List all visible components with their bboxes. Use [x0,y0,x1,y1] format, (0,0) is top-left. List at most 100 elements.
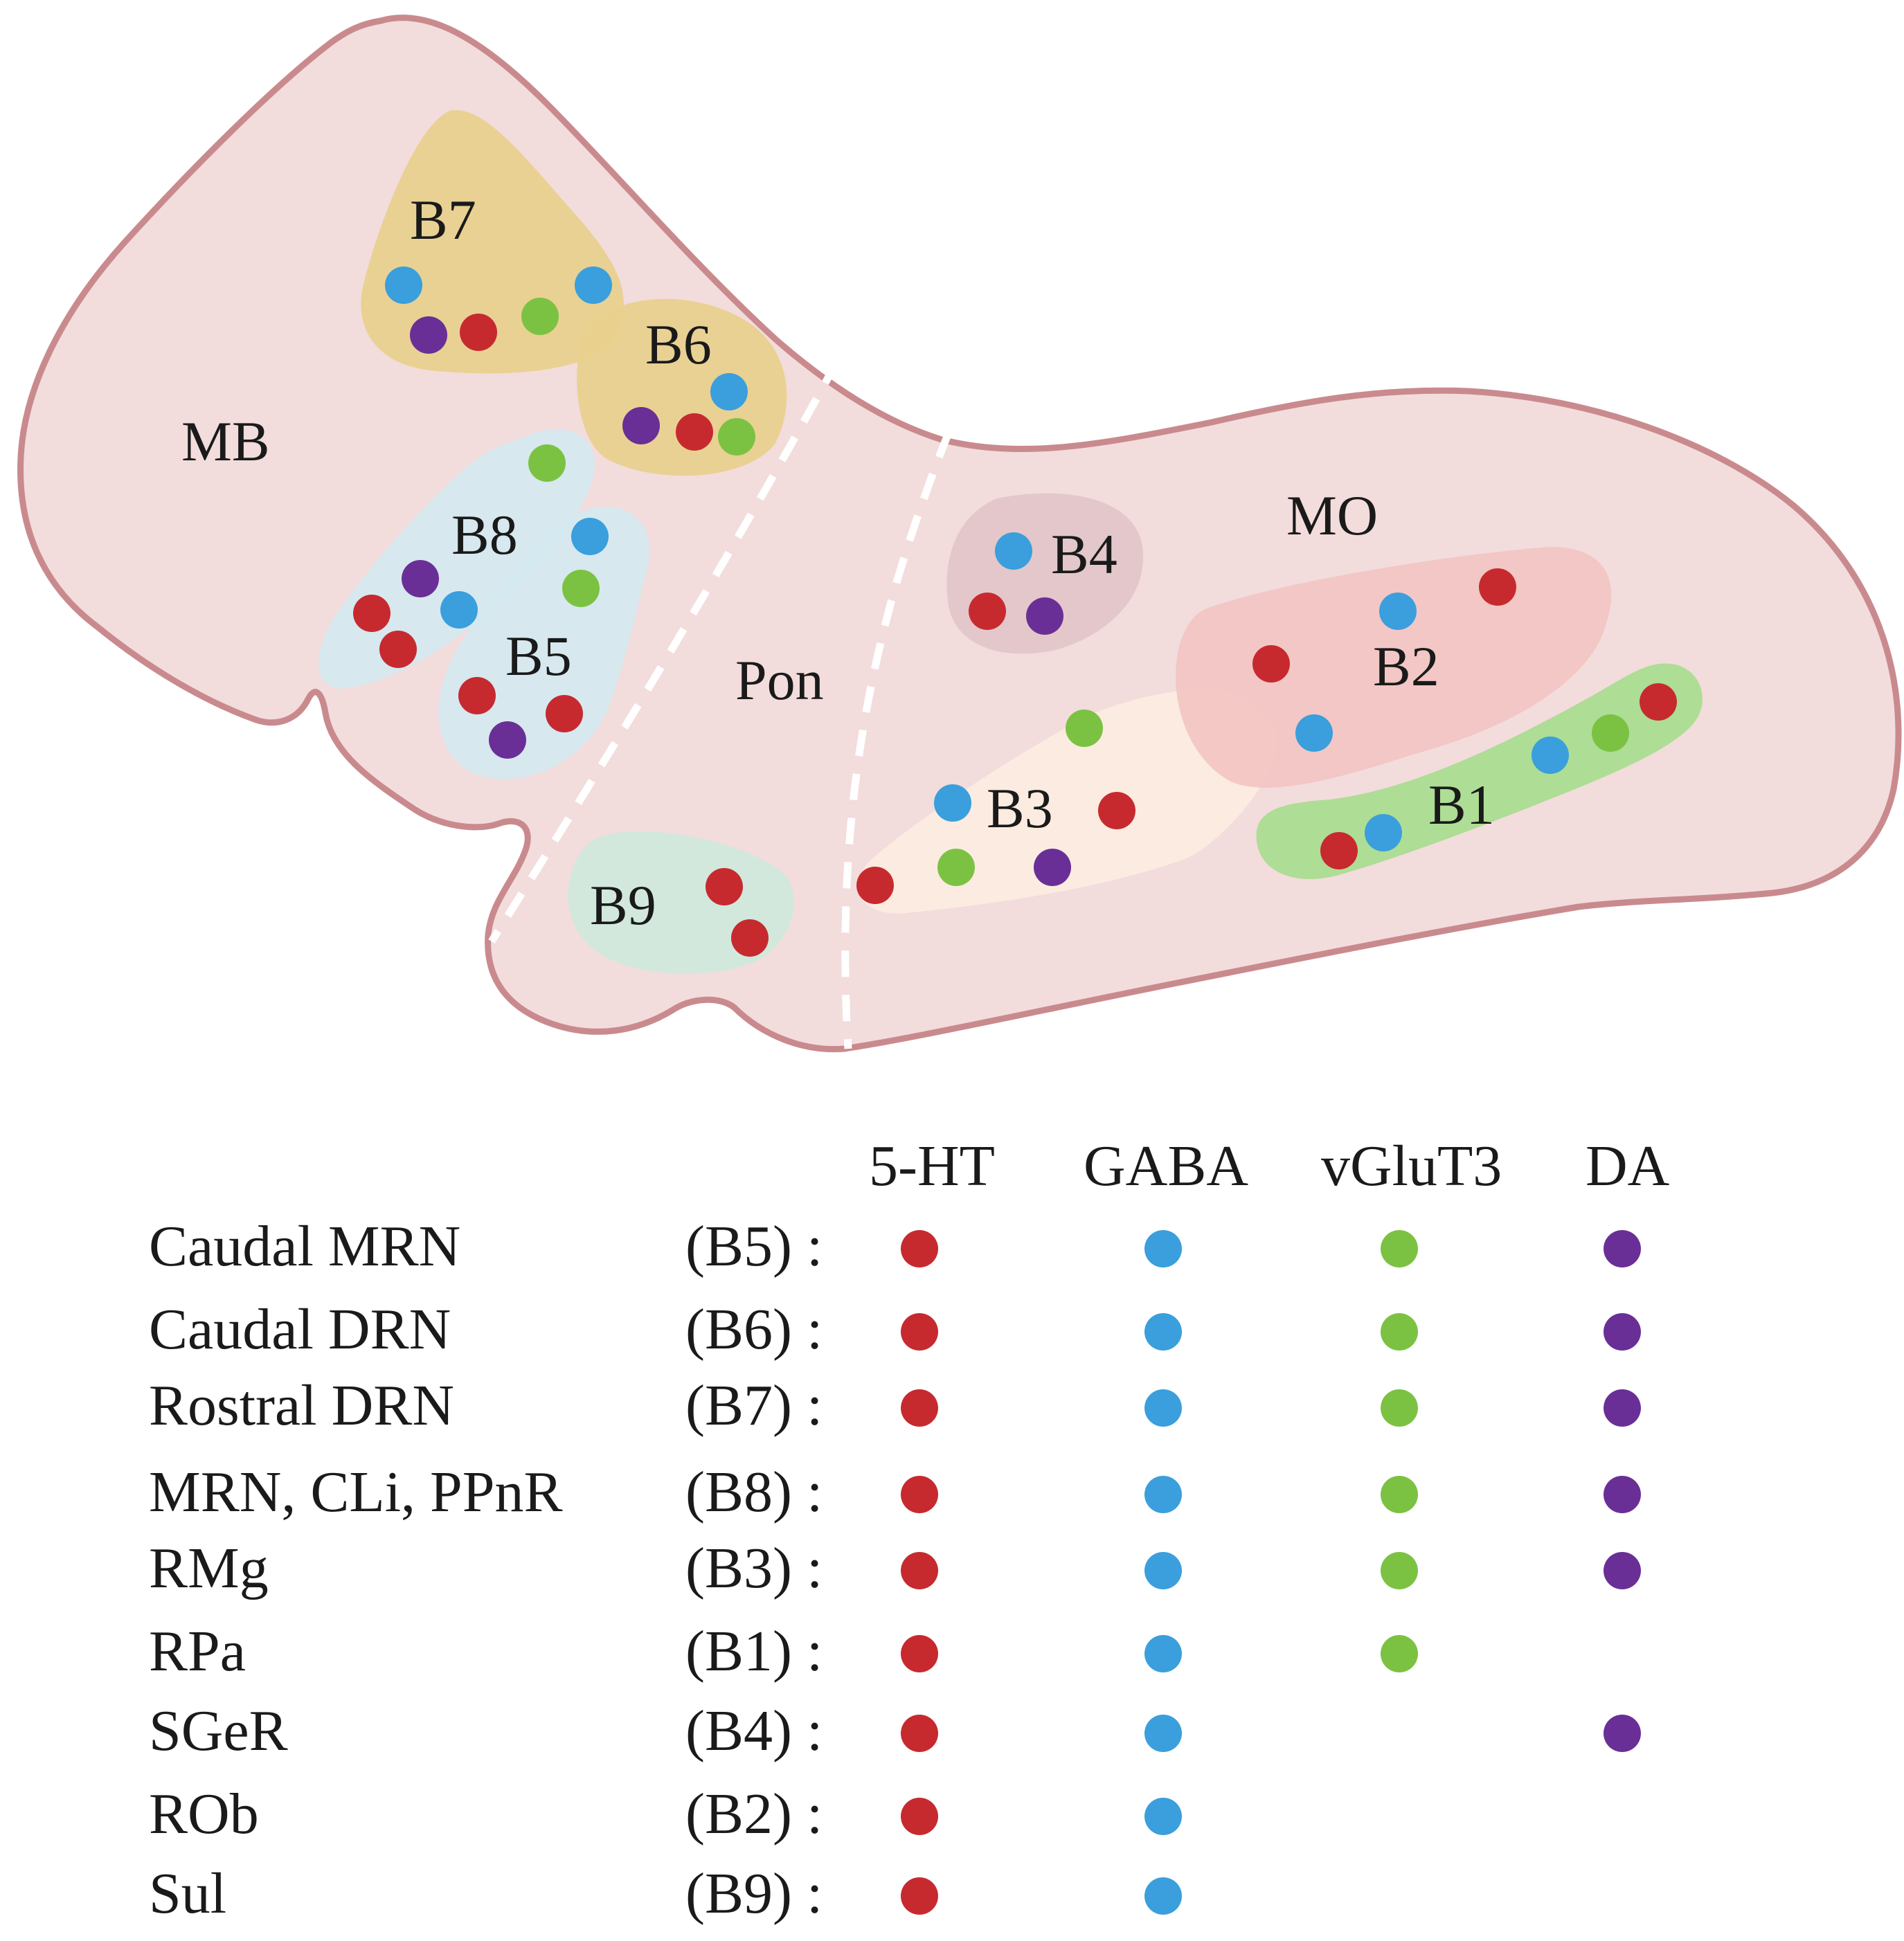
marker-da-b6 [622,407,660,444]
marker-gaba-b4 [995,532,1032,570]
nucleus-b5-area [438,506,650,779]
marker-da-b4 [1026,597,1063,635]
marker-da-b8 [402,560,439,597]
legend-header-5ht: 5-HT [869,1134,995,1198]
mb-pons-boundary [488,358,841,944]
legend-marker-gaba [1144,1877,1182,1915]
legend-marker-5ht [901,1230,938,1267]
marker-da-b3 [1034,849,1071,886]
marker-5ht-b5 [458,677,496,714]
legend-marker-da [1604,1313,1641,1351]
legend-marker-gaba [1144,1635,1182,1672]
legend-row-code: (B2) : [685,1782,823,1846]
marker-gaba-b1 [1365,814,1402,851]
legend-row-name: Caudal DRN [149,1297,451,1362]
marker-gaba-b2 [1295,714,1333,752]
region-label-pon: Pon [735,649,824,712]
marker-5ht-b5 [546,695,583,732]
nucleus-b7-area [361,110,624,374]
marker-da-b7 [410,316,447,354]
legend-row-code: (B8) : [685,1460,823,1524]
legend-header-da: DA [1586,1134,1670,1198]
nucleus-label-b1: B1 [1428,773,1495,836]
legend-row-code: (B3) : [685,1536,823,1600]
legend-marker-5ht [901,1313,938,1351]
nucleus-label-b8: B8 [451,503,518,566]
legend-marker-gaba [1144,1552,1182,1589]
diagram-markers [353,267,1677,957]
marker-vglut3-b3 [1066,710,1103,747]
marker-vglut3-b7 [521,298,559,335]
legend-marker-5ht [901,1389,938,1427]
legend-marker-vglut3 [1381,1313,1418,1351]
nucleus-label-b9: B9 [590,874,656,937]
marker-gaba-b3 [934,784,971,822]
legend-header-gaba: GABA [1084,1134,1248,1198]
marker-gaba-b5 [571,518,609,555]
nucleus-label-b7: B7 [410,188,476,251]
marker-gaba-b6 [710,373,748,410]
legend-marker-5ht [901,1877,938,1915]
legend-marker-5ht [901,1798,938,1835]
legend-marker-5ht [901,1552,938,1589]
marker-5ht-b1 [1320,832,1358,869]
marker-5ht-b2 [1252,645,1290,683]
marker-vglut3-b3 [937,849,975,886]
marker-vglut3-b6 [718,418,755,455]
legend-marker-gaba [1144,1798,1182,1835]
marker-5ht-b2 [1479,568,1516,606]
legend-row-name: MRN, CLi, PPnR [149,1460,563,1524]
marker-5ht-b8 [353,595,390,632]
nucleus-label-b5: B5 [505,624,572,687]
nucleus-label-b2: B2 [1373,635,1439,698]
legend-row-name: Sul [149,1861,226,1926]
marker-5ht-b3 [1098,792,1135,829]
marker-5ht-b6 [676,413,713,451]
legend-marker-5ht [901,1476,938,1513]
marker-legend: 5-HT GABA vGluT3 DA Caudal MRN (B5) : Caudal D… [149,1134,1670,1926]
marker-5ht-b7 [460,314,497,351]
marker-gaba-b7 [385,267,422,304]
legend-marker-gaba [1144,1230,1182,1267]
legend-row-code: (B6) : [685,1297,823,1362]
legend-header-vglut3: vGluT3 [1321,1134,1502,1198]
marker-5ht-b9 [706,868,743,905]
legend-marker-5ht [901,1635,938,1672]
marker-vglut3-b5 [562,570,600,607]
legend-marker-gaba [1144,1389,1182,1427]
marker-5ht-b3 [856,867,894,904]
region-label-mo: MO [1286,484,1378,547]
legend-row-name: RPa [149,1619,246,1683]
legend-marker-da [1604,1230,1641,1267]
marker-vglut3-b1 [1592,714,1629,752]
legend-row-code: (B1) : [685,1619,823,1683]
region-label-mb: MB [181,410,270,473]
marker-gaba-b2 [1379,593,1417,630]
legend-marker-gaba [1144,1715,1182,1752]
legend-marker-vglut3 [1381,1230,1418,1267]
legend-marker-vglut3 [1381,1635,1418,1672]
nucleus-label-b4: B4 [1051,523,1117,586]
legend-marker-da [1604,1389,1641,1427]
legend-marker-da [1604,1552,1641,1589]
legend-marker-gaba [1144,1313,1182,1351]
nucleus-b8-area [318,428,595,689]
legend-row-name: ROb [149,1782,259,1846]
legend-row-code: (B7) : [685,1373,823,1438]
legend-row-code: (B4) : [685,1699,823,1763]
legend-row-name: Rostral DRN [149,1373,454,1438]
legend-row-name: RMg [149,1536,269,1600]
legend-marker-da [1604,1476,1641,1513]
legend-marker-gaba [1144,1476,1182,1513]
marker-5ht-b9 [731,919,769,957]
legend-row-name: Caudal MRN [149,1214,460,1279]
legend-marker-vglut3 [1381,1389,1418,1427]
legend-marker-5ht [901,1715,938,1752]
legend-marker-vglut3 [1381,1476,1418,1513]
legend-row-code: (B5) : [685,1214,823,1279]
legend-marker-vglut3 [1381,1552,1418,1589]
marker-gaba-b1 [1532,737,1569,774]
legend-row-name: SGeR [149,1699,288,1763]
marker-5ht-b4 [969,593,1006,630]
